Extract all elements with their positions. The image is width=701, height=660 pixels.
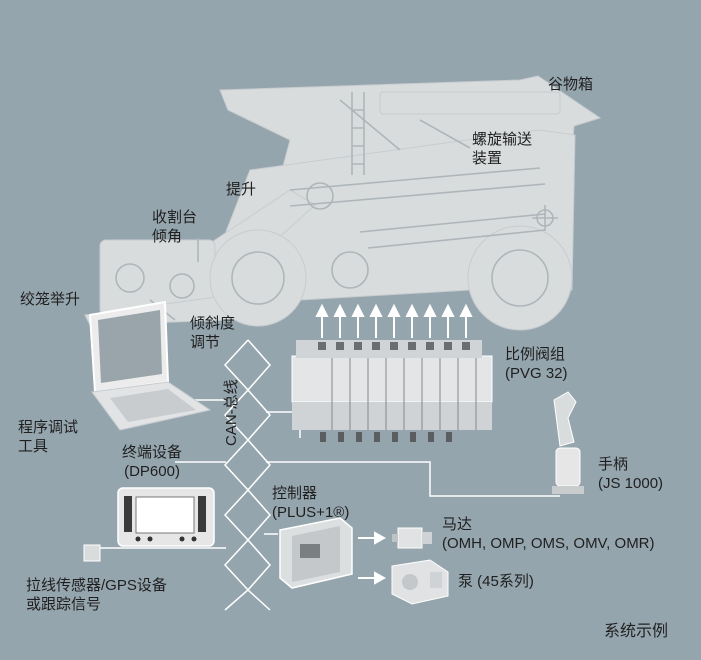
- slope-adjust-label: 倾斜度 调节: [190, 314, 235, 352]
- combine-harvester: [84, 75, 602, 331]
- rear-wheel: [467, 225, 573, 331]
- terminal-label-line2: (DP600): [124, 463, 180, 480]
- combine-details: [115, 92, 558, 321]
- joystick-graphic: [552, 391, 584, 494]
- pump-graphic: [391, 559, 449, 605]
- auger-label: 螺旋输送 装置: [472, 130, 532, 168]
- controller-label: 控制器 (PLUS+1®): [272, 484, 349, 522]
- auger-label-line2: 装置: [472, 150, 503, 167]
- motor-label-line2: (OMH, OMP, OMS, OMV, OMR): [442, 535, 655, 552]
- valve-group-graphic: [291, 340, 493, 442]
- valve-group-label-line2: (PVG 32): [505, 365, 568, 382]
- sensor-label-line2: 或跟踪信号: [26, 596, 102, 613]
- valve-group-label: 比例阀组 (PVG 32): [505, 345, 568, 383]
- can-bus-label: CAN-总线: [223, 379, 240, 446]
- joystick-label-line1: 手柄: [598, 456, 629, 473]
- sensor-label: 拉线传感器/GPS设备 或跟踪信号: [26, 576, 167, 614]
- laptop-graphic: [88, 300, 212, 431]
- system-example-caption: 系统示例: [604, 623, 669, 640]
- service-tool-label-line1: 程序调试: [18, 419, 79, 436]
- controller-label-line2: (PLUS+1®): [272, 504, 350, 521]
- service-tool-label: 程序调试 工具: [18, 418, 78, 456]
- header-tilt-label-line1: 收割台: [152, 209, 198, 226]
- joystick-label-line2: (JS 1000): [598, 475, 664, 492]
- slope-adjust-label-line2: 调节: [190, 334, 221, 351]
- elevator-label: 提升: [226, 181, 257, 198]
- grain-tank-label: 谷物箱: [548, 76, 594, 93]
- valve-group-label-line1: 比例阀组: [505, 346, 566, 363]
- terminal-label: 终端设备 (DP600): [122, 443, 182, 481]
- terminal-graphic: [117, 487, 215, 547]
- slope-adjust-label-line1: 倾斜度: [190, 315, 236, 332]
- reel-lift-label: 绞笼举升: [20, 291, 81, 308]
- grain-tank-lid: [379, 91, 561, 115]
- header-tilt-label: 收割台 倾角: [152, 208, 197, 246]
- valve-output-arrows: [315, 303, 473, 338]
- terminal-label-line1: 终端设备: [122, 444, 183, 461]
- joystick-label: 手柄 (JS 1000): [598, 455, 663, 493]
- controller-label-line1: 控制器: [272, 485, 318, 502]
- sensor-label-line1: 拉线传感器/GPS设备: [26, 577, 167, 594]
- sensor-graphic: [83, 544, 101, 562]
- auger-label-line1: 螺旋输送: [472, 131, 533, 148]
- controller-arrows: [358, 531, 387, 585]
- controller-graphic: [279, 517, 353, 589]
- motor-label-line1: 马达: [442, 516, 473, 533]
- pump-label: 泵 (45系列): [458, 573, 534, 590]
- service-tool-label-line2: 工具: [18, 438, 49, 455]
- motor-graphic: [392, 527, 432, 549]
- header-tilt-label-line2: 倾角: [152, 228, 183, 245]
- motor-label: 马达 (OMH, OMP, OMS, OMV, OMR): [442, 515, 655, 553]
- front-wheel: [209, 229, 307, 327]
